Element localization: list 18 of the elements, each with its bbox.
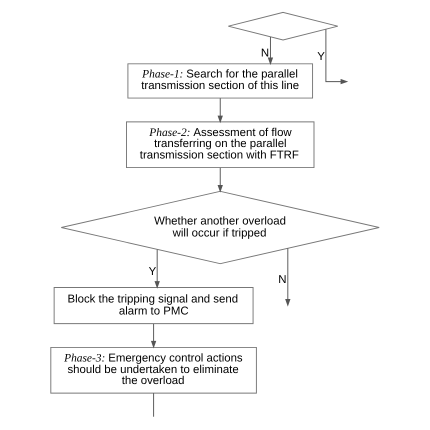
arrow	[218, 167, 223, 193]
node-box: Block the tripping signal and send alarm to PMC	[54, 287, 254, 324]
arrow	[268, 36, 274, 66]
connector	[153, 392, 154, 418]
arrow	[325, 29, 348, 84]
node-box: Phase-3: Emergency control actions should be undertaken to eliminate the overload	[50, 346, 257, 394]
node-box: Phase-2: Assessment of flow transferring on the parallel transmission section with FTRF	[126, 121, 314, 168]
node-box: Phase-1: Search for the parallel transmission section of this line	[127, 63, 314, 99]
arrow	[218, 98, 223, 124]
arrow	[150, 323, 156, 348]
arrow	[154, 249, 160, 289]
node-diamond	[228, 12, 338, 40]
edge-label: Y	[317, 50, 325, 63]
edge-label: N	[278, 274, 287, 286]
edge-label: N	[260, 48, 270, 60]
node-diamond: Whether another overload will occur if tripped	[60, 190, 380, 264]
arrow	[285, 248, 290, 307]
edge-label: Y	[148, 266, 156, 278]
